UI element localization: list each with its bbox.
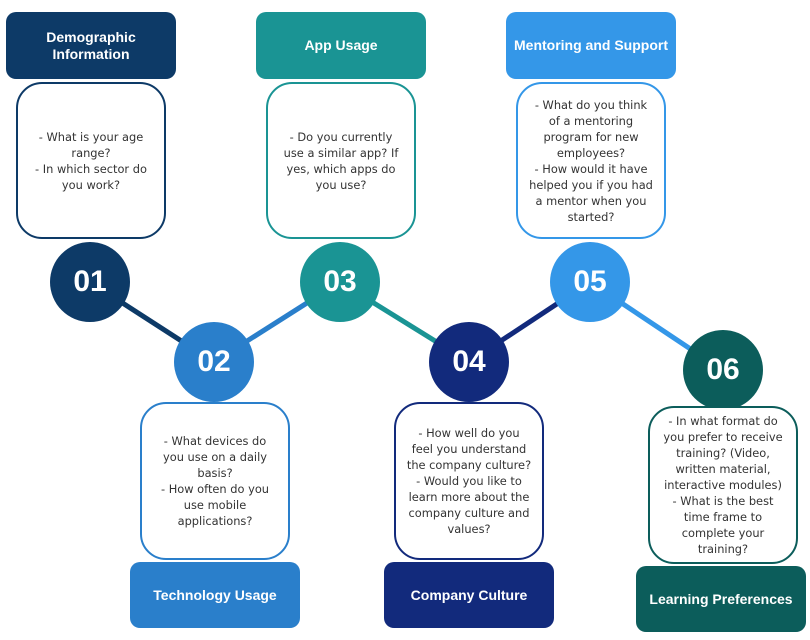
step-01-question-box: - What is your age range? - In which sec… [16,82,166,239]
step-04-question-1: - How well do you feel you understand th… [406,426,532,472]
step-03-title: App Usage [256,12,426,79]
step-01-question-2: - In which sector do you work? [35,161,147,192]
step-01-title: Demographic Information [6,12,176,79]
step-01-number: 01 [73,265,107,298]
step-06-question-2: - What is the best time frame to complet… [672,494,774,556]
step-04-number: 04 [452,345,486,378]
step-06-number: 06 [706,353,740,386]
step-05-title-line-1: Mentoring and Support [514,37,668,53]
step-06-question-box: - In what format do you prefer to receiv… [648,406,798,564]
step-06-title-line-1: Learning Preferences [649,590,793,607]
step-05-title: Mentoring and Support [506,12,676,79]
step-05-question-1: - What do you think of a mentoring progr… [534,97,648,160]
step-02-question-box: - What devices do you use on a daily bas… [140,402,290,560]
step-01-title-line-1: Demographic [46,28,136,45]
step-03-question-1: - Do you currently use a similar app? If… [283,129,399,192]
step-01-title-line-2: Information [52,45,130,62]
step-02-question-2: - How often do you use mobile applicatio… [160,482,270,528]
step-06-title: Learning Preferences [636,566,806,632]
step-06-number-circle: 06 [683,330,763,410]
step-01-number-circle: 01 [50,242,130,322]
step-05-question-box: - What do you think of a mentoring progr… [516,82,666,239]
step-02-title: Technology Usage [130,562,300,628]
step-02-title-line-1: Technology Usage [153,586,277,603]
step-03-question-box: - Do you currently use a similar app? If… [266,82,416,239]
step-03-number-circle: 03 [300,242,380,322]
step-03-number: 03 [323,265,357,298]
step-05-number-circle: 05 [550,242,630,322]
step-02-number-circle: 02 [174,322,254,402]
step-02-question-1: - What devices do you use on a daily bas… [162,434,268,480]
step-04-number-circle: 04 [429,322,509,402]
step-06-question-1: - In what format do you prefer to receiv… [663,414,783,492]
step-01-question-1: - What is your age range? [38,129,144,160]
step-04-title: Company Culture [384,562,554,628]
step-04-title-line-1: Company Culture [410,586,528,603]
step-02-number: 02 [197,345,231,378]
step-04-question-2: - Would you like to learn more about the… [408,474,530,536]
step-05-question-2: - How would it have helped you if you ha… [529,161,653,224]
step-03-title-line-1: App Usage [304,37,378,53]
step-05-number: 05 [573,265,607,298]
step-04-question-box: - How well do you feel you understand th… [394,402,544,560]
